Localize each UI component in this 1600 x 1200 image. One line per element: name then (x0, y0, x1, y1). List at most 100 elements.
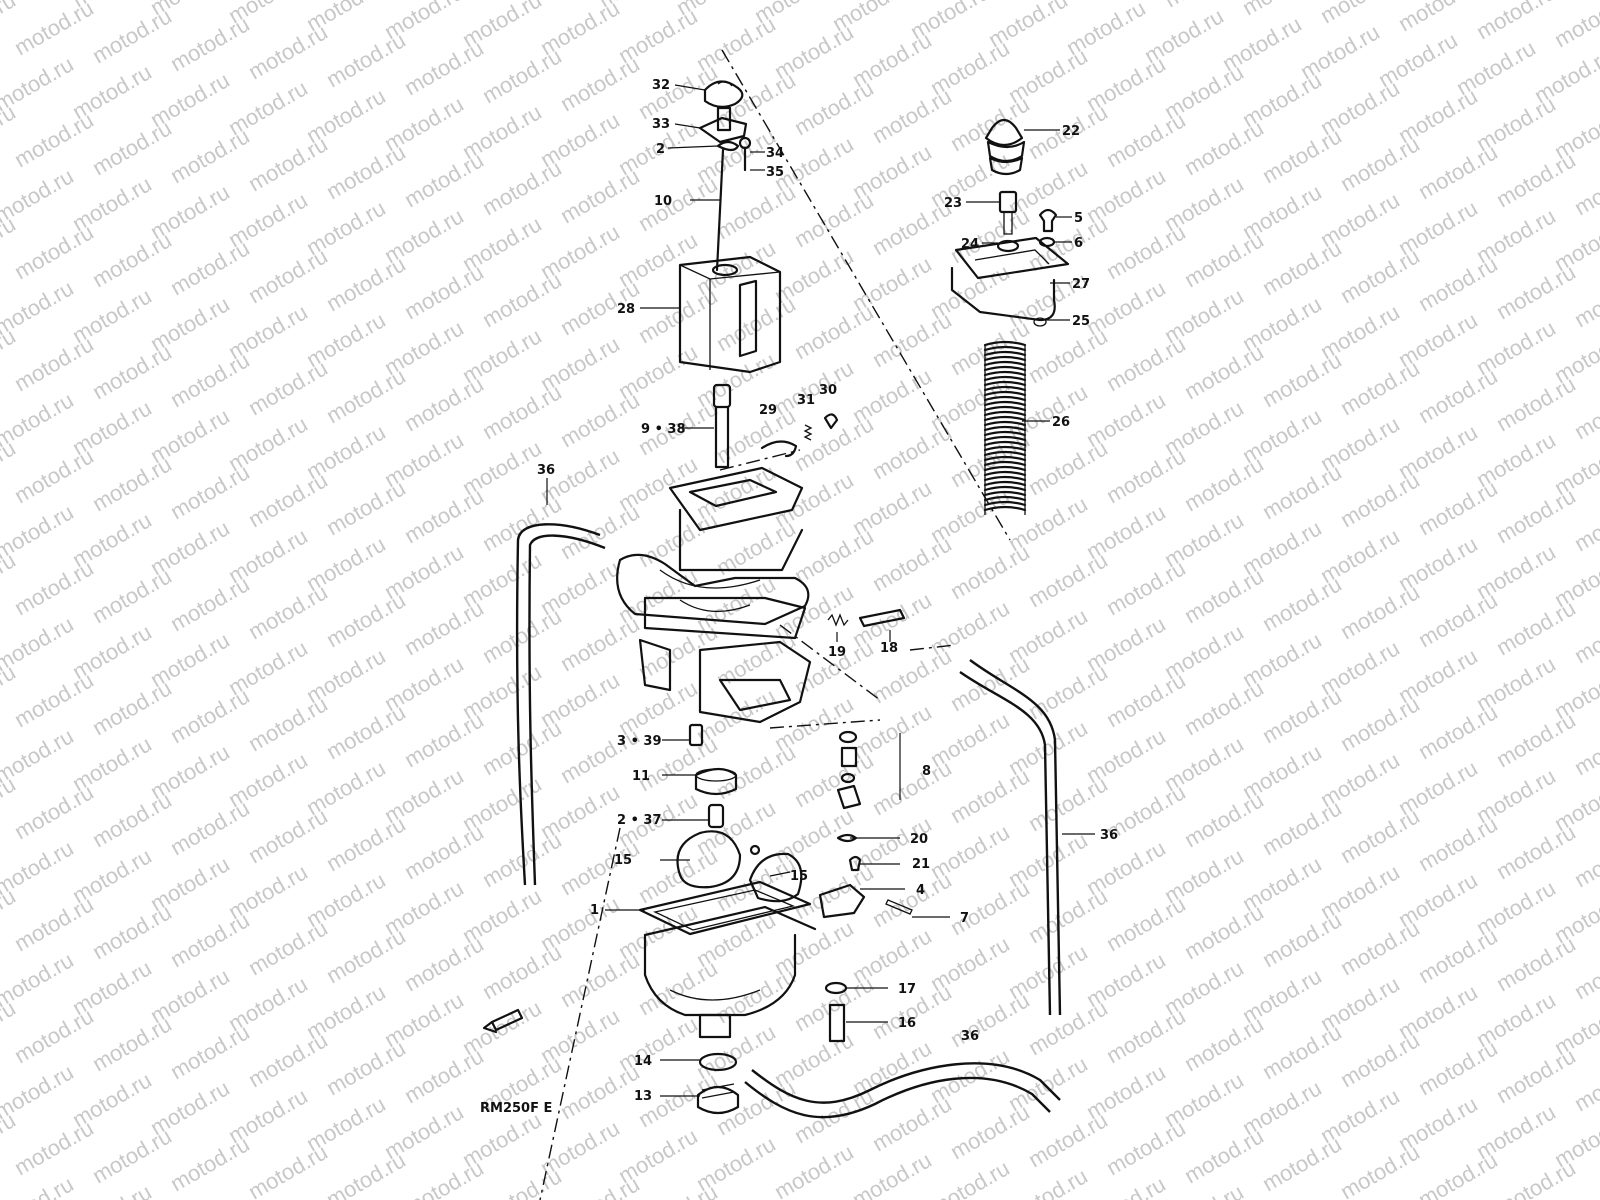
callout-14: 14 (634, 1054, 652, 1069)
watermark-text: motod.ru (1492, 147, 1580, 212)
watermark-text: motod.ru (1102, 107, 1190, 172)
watermark-text: motod.ru (10, 0, 98, 60)
watermark-text: motod.ru (1258, 123, 1346, 188)
watermark-text: motod.ru (1102, 219, 1190, 284)
watermark-text: motod.ru (166, 683, 254, 748)
watermark-text: motod.ru (166, 1019, 254, 1084)
watermark-text: motod.ru (166, 571, 254, 636)
watermark-text: motod.ru (868, 531, 956, 596)
watermark-text: motod.ru (1024, 1107, 1112, 1172)
watermark-text: motod.ru (1336, 1027, 1424, 1092)
callout-1: 1 (590, 903, 599, 918)
watermark-text: motod.ru (1492, 707, 1580, 772)
watermark-text: motod.ru (790, 187, 878, 252)
watermark-text: motod.ru (1024, 211, 1112, 276)
watermark-text: motod.ru (10, 443, 98, 508)
callout-16: 16 (898, 1016, 916, 1031)
callout-9-38: 9 • 38 (641, 422, 686, 437)
watermark-text: motod.ru (1414, 139, 1502, 204)
watermark-text: motod.ru (88, 1123, 176, 1188)
watermark-text: motod.ru (790, 747, 878, 812)
watermark-text: motod.ru (1024, 771, 1112, 836)
watermark-text: motod.ru (0, 1171, 78, 1200)
watermark-text: motod.ru (322, 1035, 410, 1100)
carburetor-body (616, 466, 913, 1115)
watermark-text: motod.ru (1180, 339, 1268, 404)
callout-25: 25 (1072, 314, 1090, 329)
watermark-text: motod.ru (400, 931, 488, 996)
watermark-text: motod.ru (0, 51, 78, 116)
watermark-text: motod.ru (1180, 1011, 1268, 1076)
vent-hose-bottom (751, 1062, 1061, 1104)
callout-15-left: 15 (614, 853, 632, 868)
callout-5: 5 (1074, 211, 1083, 226)
callout-6: 6 (1074, 236, 1083, 251)
callout-27: 27 (1072, 277, 1090, 292)
watermark-text: motod.ru (166, 11, 254, 76)
watermark-text: motod.ru (1258, 347, 1346, 412)
watermark-text: motod.ru (1414, 699, 1502, 764)
watermark-text: motod.ru (1024, 435, 1112, 500)
watermark-text: motod.ru (1180, 563, 1268, 628)
watermark-text: motod.ru (88, 563, 176, 628)
assembly-line-hose (909, 644, 956, 651)
vent-hose-bottom-inner (744, 1076, 1051, 1119)
callout-35: 35 (766, 165, 784, 180)
assembly-line-needle (719, 449, 801, 471)
watermark-text: motod.ru (634, 171, 722, 236)
needle-group (712, 383, 839, 469)
watermark-text: motod.ru (556, 51, 644, 116)
watermark-text: motod.ru (1336, 355, 1424, 420)
watermark-text: motod.ru (10, 891, 98, 956)
watermark-text: motod.ru (10, 331, 98, 396)
assembly-line-jets (769, 719, 881, 729)
watermark-text: motod.ru (1336, 579, 1424, 644)
watermark-text: motod.ru (1492, 1043, 1580, 1108)
watermark-text: motod.ru (556, 1171, 644, 1200)
watermark-text: motod.ru (1102, 891, 1190, 956)
watermark-text: motod.ru (166, 347, 254, 412)
watermark-text: motod.ru (634, 507, 722, 572)
watermark-text: motod.ru (634, 59, 722, 124)
watermark-text: motod.ru (244, 803, 332, 868)
watermark-text: motod.ru (0, 1059, 78, 1124)
vent-hose-left (515, 523, 601, 886)
watermark-text: motod.ru (244, 1139, 332, 1200)
watermark-text: motod.ru (712, 67, 800, 132)
watermark-text: motod.ru (556, 387, 644, 452)
callout-22: 22 (1062, 124, 1080, 139)
vent-hose-right (969, 659, 1062, 1016)
watermark-text: motod.ru (1258, 571, 1346, 636)
callout-30: 30 (819, 383, 837, 398)
watermark-text: motod.ru (322, 139, 410, 204)
watermark-text: motod.ru (1492, 931, 1580, 996)
watermark-text: motod.ru (478, 267, 566, 332)
watermark-text: motod.ru (1394, 0, 1482, 36)
watermark-text: motod.ru (322, 699, 410, 764)
watermark-text: motod.ru (244, 691, 332, 756)
watermark-text: motod.ru (1102, 1003, 1190, 1068)
watermark-text: motod.ru (1180, 899, 1268, 964)
watermark-text: motod.ru (0, 835, 78, 900)
watermark-text: motod.ru (10, 107, 98, 172)
watermark-text: motod.ru (478, 43, 566, 108)
watermark-text: motod.ru (322, 27, 410, 92)
watermark-text: motod.ru (1336, 243, 1424, 308)
watermark-text: motod.ru (946, 1099, 1034, 1164)
watermark-text: motod.ru (1492, 819, 1580, 884)
watermark-text: motod.ru (946, 875, 1034, 940)
watermark-text: motod.ru (1180, 1123, 1268, 1188)
watermark-text: motod.ru (1414, 587, 1502, 652)
callout-10: 10 (654, 194, 672, 209)
watermark-text: motod.ru (1414, 363, 1502, 428)
watermark-text: motod.ru (1414, 251, 1502, 316)
watermark-text: motod.ru (1258, 1131, 1346, 1196)
watermark-text: motod.ru (166, 1131, 254, 1196)
assembly-line-bowl (539, 827, 621, 1200)
watermark-text: motod.ru (0, 947, 78, 1012)
watermark-text: motod.ru (556, 163, 644, 228)
model-code: RM250F E (480, 1101, 552, 1116)
callout-7: 7 (960, 911, 969, 926)
watermark-text: motod.ru (1258, 683, 1346, 748)
